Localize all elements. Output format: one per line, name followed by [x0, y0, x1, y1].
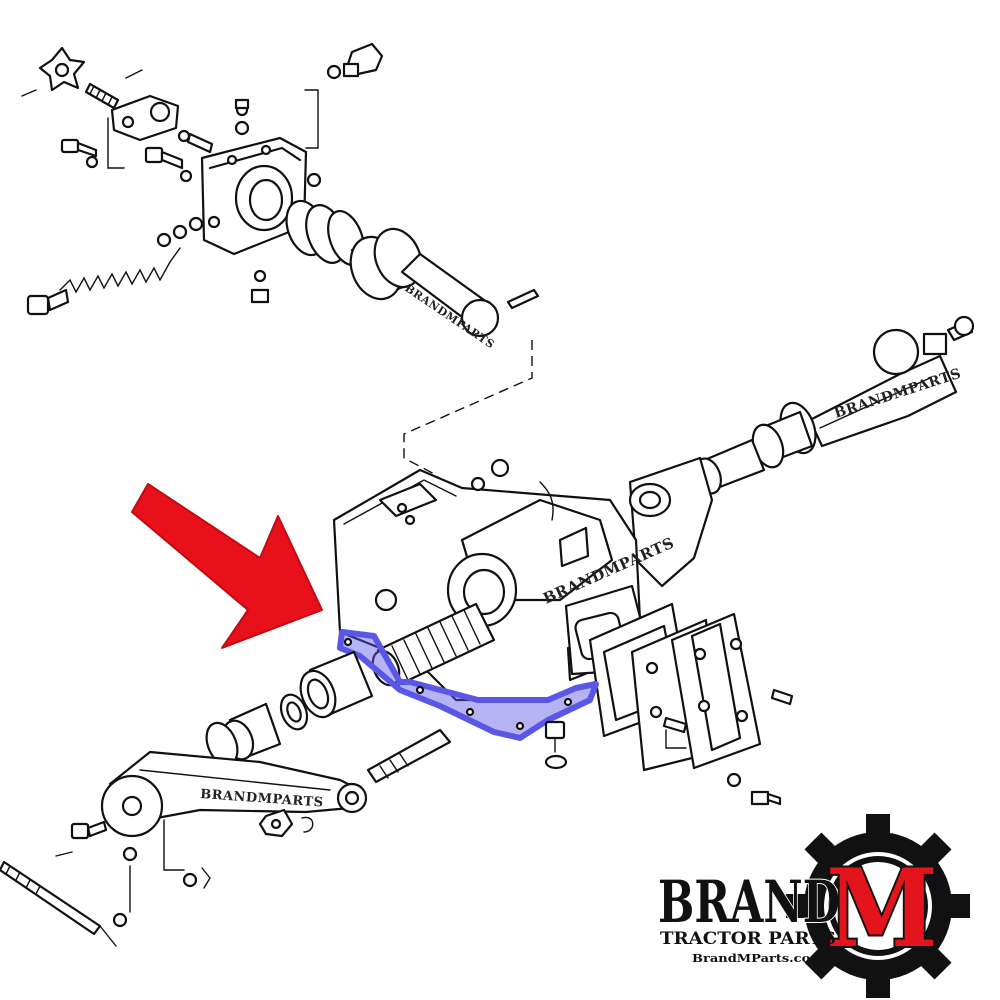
control-valve-assembly: BRANDMPARTS [21, 42, 540, 477]
bolt-mid [144, 146, 193, 183]
relief-spring [26, 216, 204, 316]
gasket-highlight [337, 629, 599, 741]
left-lift-arm: BRANDMPARTS [0, 728, 452, 947]
threaded-pin [84, 82, 120, 110]
brand-logo: BRAND M TRACTOR PARTS BrandMParts.com [657, 814, 970, 998]
bushings [205, 650, 374, 767]
fitting [177, 129, 214, 154]
right-lift-arm: BRANDMPARTS [628, 315, 975, 588]
logo-tagline: TRACTOR PARTS [660, 929, 836, 949]
side-plates [588, 602, 794, 806]
hex-fitting [342, 42, 384, 78]
main-lift-housing: BRANDMPARTS [332, 458, 677, 702]
star-knob [38, 46, 86, 92]
splined-shaft [371, 602, 496, 688]
bolt-left [60, 138, 99, 169]
logo-url: BrandMParts.com [692, 952, 824, 965]
logo-brand-text: BRAND [658, 868, 840, 936]
gasket-bolt [544, 720, 568, 770]
logo-m-letter: M [826, 846, 938, 972]
valve-body [200, 136, 308, 256]
red-arrow-icon [131, 483, 323, 649]
piston-rod: BRANDMPARTS [400, 252, 500, 351]
gear-icon [786, 814, 970, 998]
highlighted-gasket [337, 629, 599, 741]
